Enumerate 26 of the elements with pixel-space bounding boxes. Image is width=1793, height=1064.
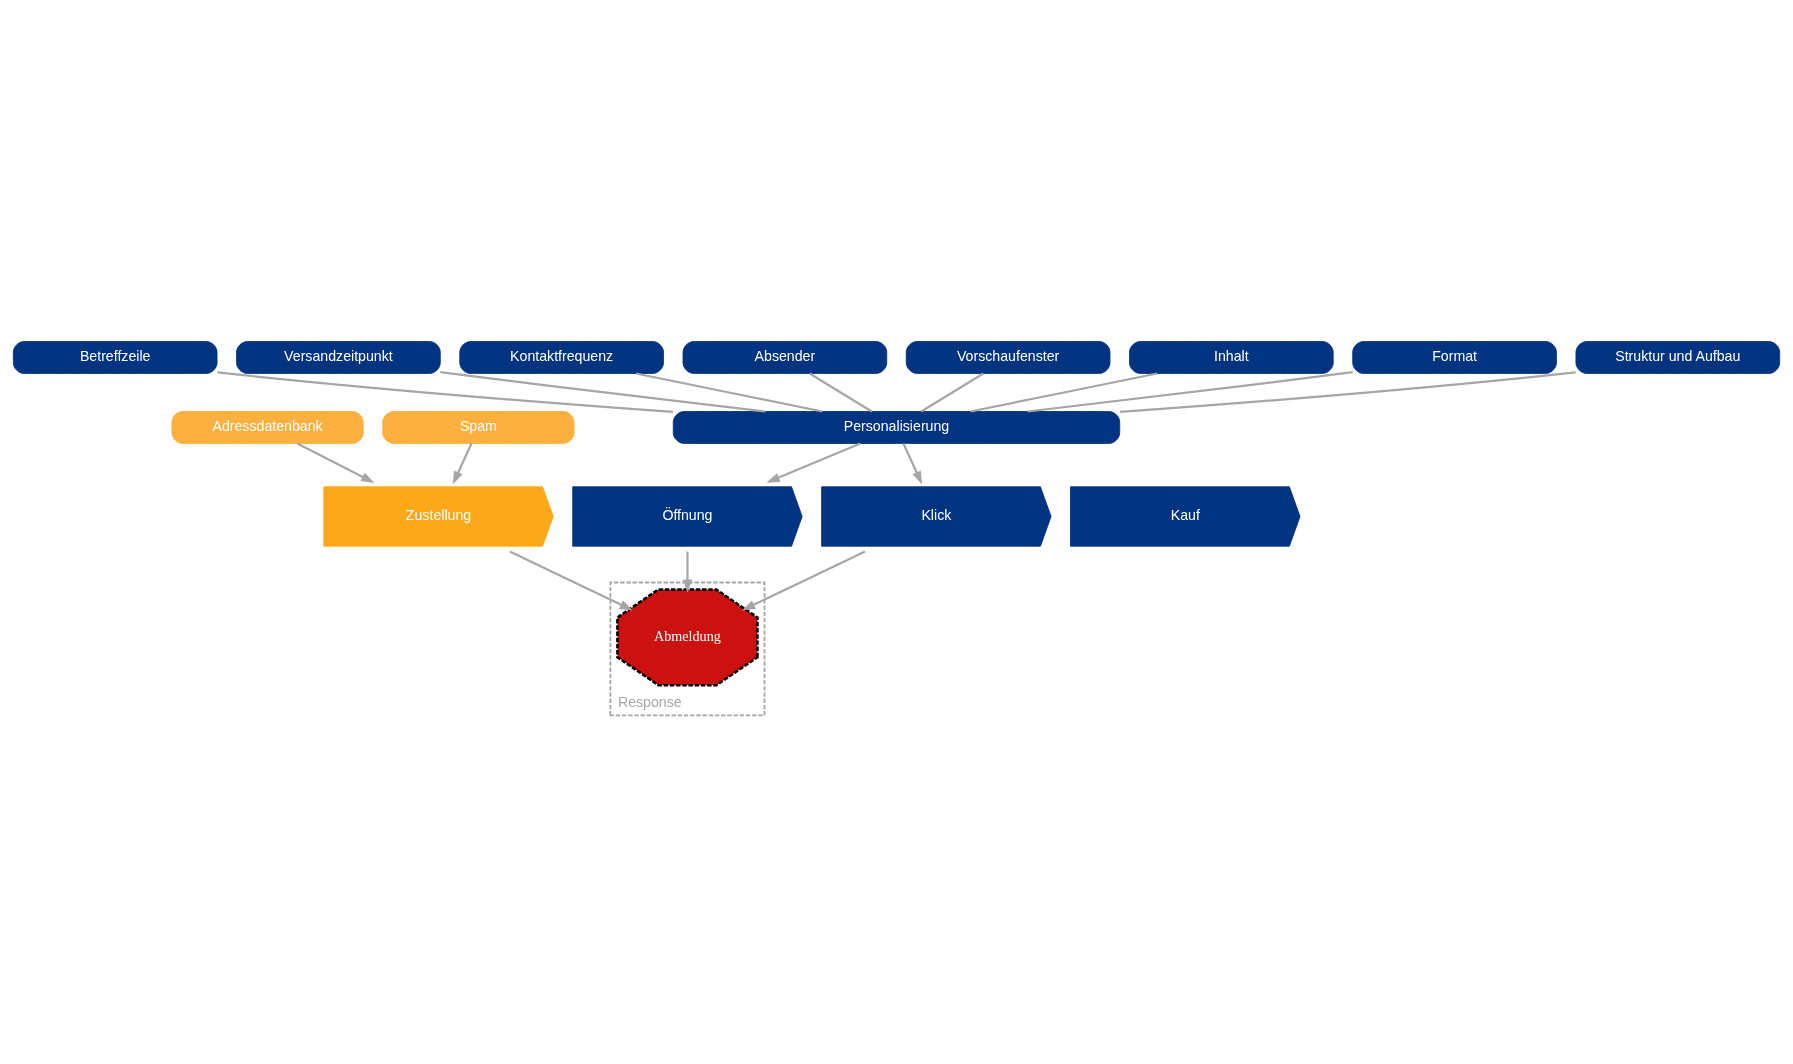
node-box: Format [1352, 341, 1557, 374]
connector [920, 372, 984, 413]
arrow [741, 550, 866, 611]
node-box: Kontaktfrequenz [459, 341, 664, 374]
arrow [902, 443, 923, 485]
connector [970, 372, 1158, 413]
node-box: Versandzeitpunkt [236, 341, 441, 374]
node-box: Adressdatenbank [171, 411, 364, 444]
connector [1027, 371, 1353, 413]
node-box: Absender [682, 341, 888, 374]
connector [809, 372, 873, 413]
connector [635, 372, 823, 413]
connector [1119, 371, 1576, 414]
node-box: Vorschaufenster [905, 341, 1111, 374]
arrow [509, 550, 633, 611]
node-box: Betreffzeile [12, 341, 218, 374]
node-box: Inhalt [1129, 341, 1334, 374]
node-box: Personalisierung [672, 411, 1121, 444]
connector [440, 371, 766, 413]
node-box: Struktur und Aufbau [1575, 341, 1781, 374]
arrow [296, 442, 375, 483]
node-box: Spam [382, 411, 575, 444]
arrow [452, 443, 473, 485]
arrow [682, 551, 693, 593]
arrow [766, 442, 861, 483]
connector [217, 371, 674, 414]
